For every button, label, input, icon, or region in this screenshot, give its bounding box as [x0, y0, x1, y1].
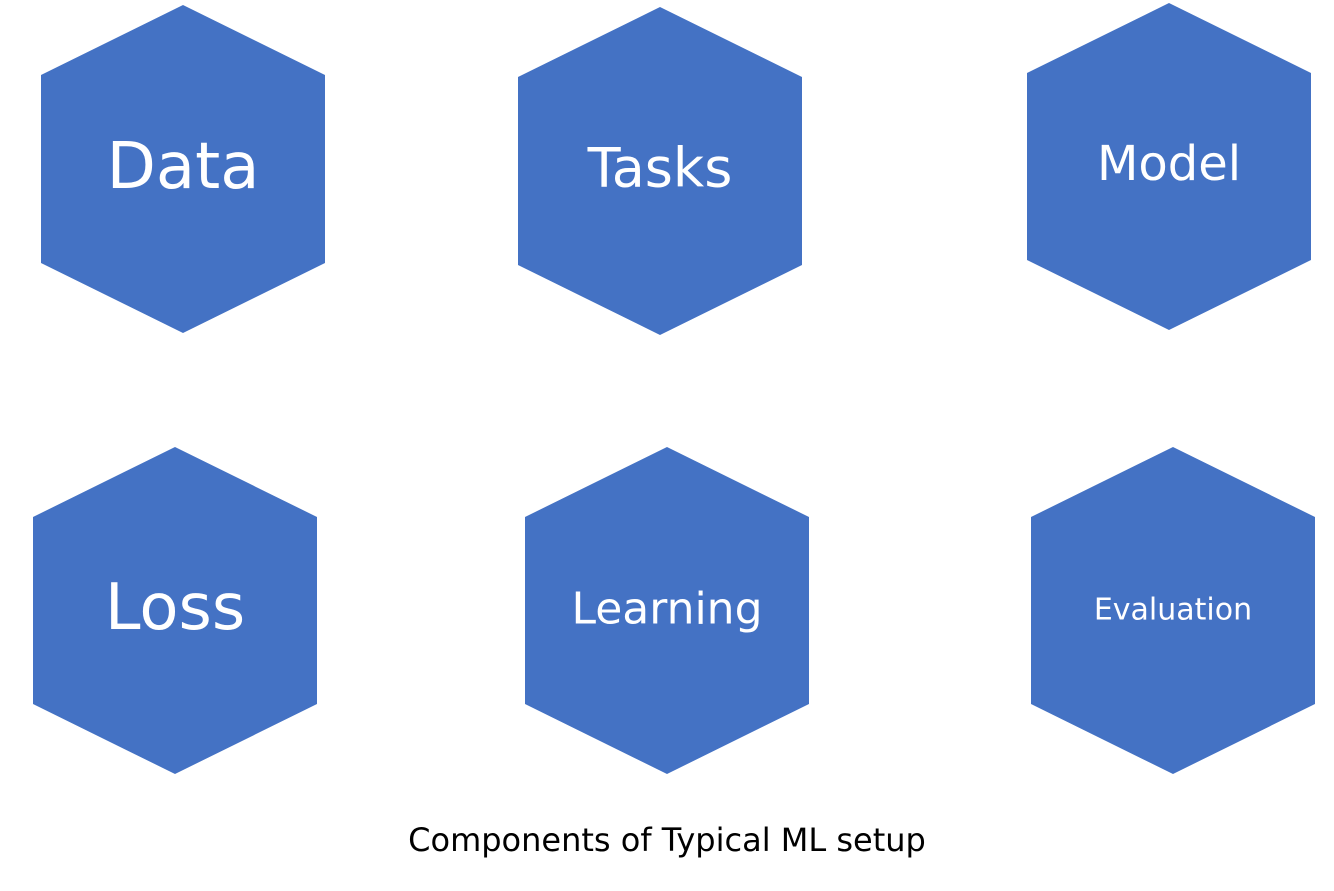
hexagon-model: [1027, 3, 1311, 330]
hexagon-evaluation: [1031, 447, 1315, 774]
node-label-model: Model: [1097, 136, 1241, 192]
hexagon-learning: [525, 447, 809, 774]
node-data: Data: [41, 5, 325, 333]
hexagon-data: [41, 5, 325, 333]
node-label-evaluation: Evaluation: [1094, 593, 1252, 628]
node-learning: Learning: [525, 447, 809, 774]
hexagon-loss: [33, 447, 317, 774]
node-label-learning: Learning: [571, 584, 762, 635]
node-model: Model: [1027, 3, 1311, 330]
node-label-tasks: Tasks: [587, 137, 733, 200]
node-tasks: Tasks: [518, 7, 802, 335]
node-loss: Loss: [33, 447, 317, 774]
node-label-data: Data: [107, 130, 260, 204]
node-evaluation: Evaluation: [1031, 447, 1315, 774]
diagram-caption: Components of Typical ML setup: [408, 821, 926, 859]
node-label-loss: Loss: [105, 571, 245, 645]
hexagon-tasks: [518, 7, 802, 335]
